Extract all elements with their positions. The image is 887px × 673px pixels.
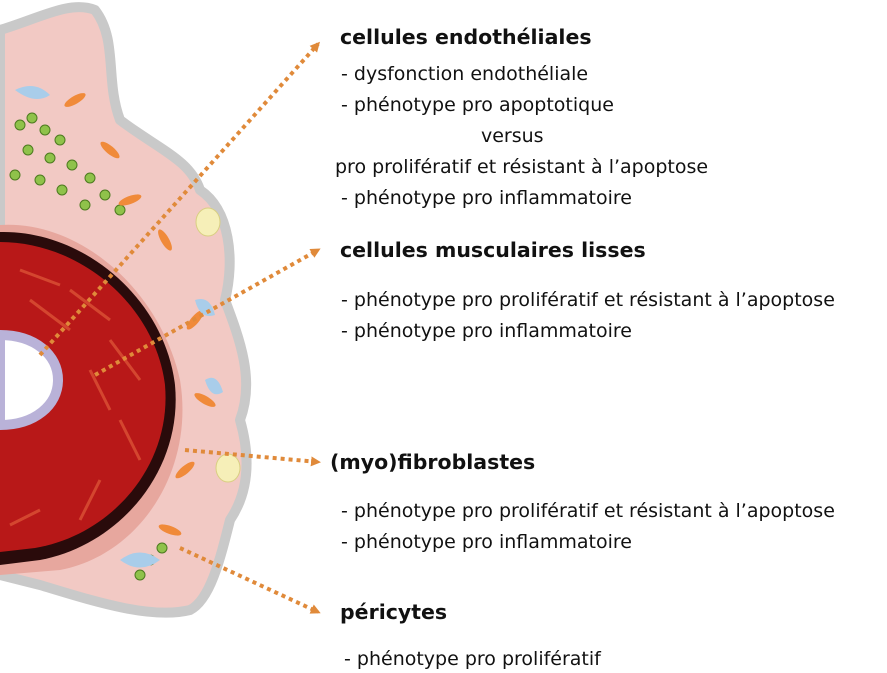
endothelial-line-3: versus: [481, 127, 544, 146]
smooth-muscle-cells-title: cellules musculaires lisses: [340, 240, 646, 261]
myofibroblasts-line-1: - phénotype pro prolifératif et résistan…: [341, 502, 835, 521]
myofibroblasts-line-2: - phénotype pro inflammatoire: [341, 533, 632, 552]
pericytes-title: péricytes: [340, 602, 447, 623]
smooth-muscle-line-1: - phénotype pro prolifératif et résistan…: [341, 291, 835, 310]
endothelial-line-1: - dysfonction endothéliale: [341, 65, 588, 84]
smooth-muscle-line-2: - phénotype pro inflammatoire: [341, 322, 632, 341]
pericytes-line-1: - phénotype pro prolifératif: [344, 650, 601, 669]
endothelial-line-4: pro prolifératif et résistant à l’apopto…: [335, 158, 708, 177]
myofibroblasts-title: (myo)fibroblastes: [330, 452, 535, 473]
endothelial-line-5: - phénotype pro inflammatoire: [341, 189, 632, 208]
vessel-lumen: [0, 335, 58, 425]
endothelial-line-2: - phénotype pro apoptotique: [341, 96, 614, 115]
endothelial-cells-title: cellules endothéliales: [340, 27, 592, 48]
